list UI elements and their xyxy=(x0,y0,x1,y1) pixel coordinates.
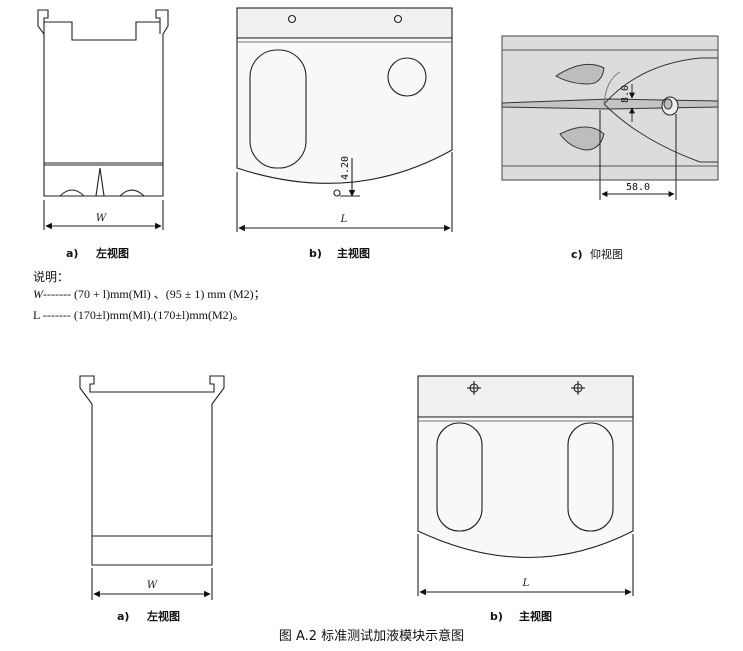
top-c-dim-v: 8.0 xyxy=(620,85,631,103)
top-middle-view xyxy=(236,7,453,232)
bottom-a-label: a) xyxy=(117,610,129,623)
top-c-dim-h: 58.0 xyxy=(626,182,650,193)
top-b-dim-l: L xyxy=(340,214,348,225)
notes-line-w-text: ------- (70 + l)mm(Ml) 、(95 ± 1) mm (M2)… xyxy=(43,287,266,301)
bottom-a-title: 左视图 xyxy=(146,609,180,623)
bottom-b-label: b) xyxy=(490,610,503,623)
top-a-dim-w: W xyxy=(96,213,107,224)
top-a-label: a) xyxy=(66,247,78,260)
notes-line-l: L ------- (170±l)mm(Ml).(170±l)mm(M2)。 xyxy=(33,308,245,322)
notes-heading: 说明： xyxy=(33,270,70,284)
top-b-label: b) xyxy=(309,247,322,260)
top-left-view xyxy=(37,9,169,230)
bottom-left-view xyxy=(79,375,225,600)
top-b-dim-height: 4.20 xyxy=(340,156,351,180)
bottom-b-dim-l: L xyxy=(522,578,530,589)
bottom-right-view xyxy=(417,375,634,596)
bottom-a-dim-w: W xyxy=(147,580,158,591)
top-c-label: c) xyxy=(571,248,583,261)
notes-line-w: W------- (70 + l)mm(Ml) 、(95 ± 1) mm (M2… xyxy=(33,285,266,302)
top-b-title: 主视图 xyxy=(337,246,370,260)
figure-caption: 图 A.2 标准测试加液模块示意图 xyxy=(278,629,465,644)
notes-line-w-var: W xyxy=(33,287,43,301)
bottom-b-title: 主视图 xyxy=(519,609,552,623)
top-a-title: 左视图 xyxy=(95,246,129,260)
top-c-title: 仰视图 xyxy=(590,247,623,261)
top-right-view xyxy=(501,35,719,200)
